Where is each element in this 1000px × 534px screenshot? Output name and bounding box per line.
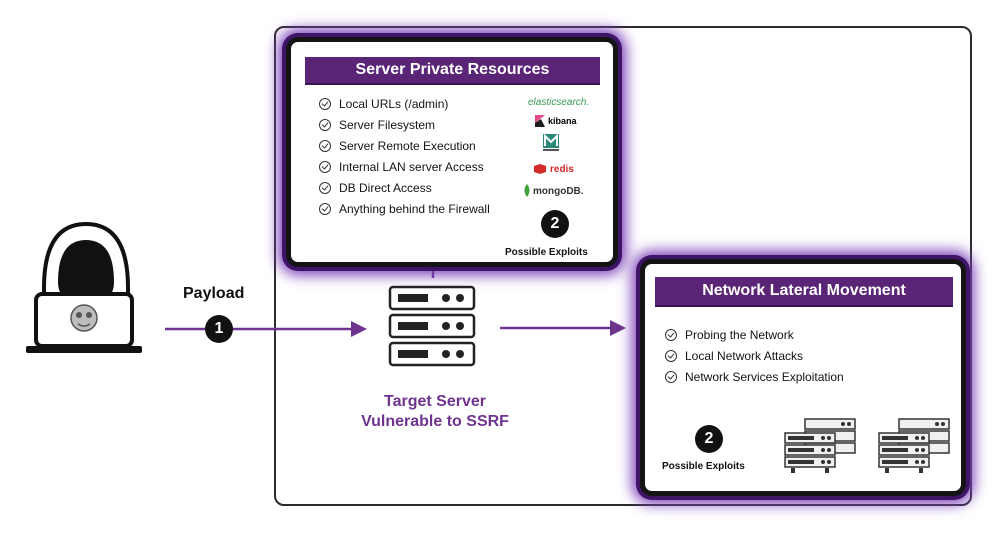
item-label: DB Direct Access <box>339 180 432 195</box>
target-line-1: Target Server <box>384 393 486 410</box>
network-lateral-movement-panel: Network Lateral Movement Probing the Net… <box>640 259 966 496</box>
item-label: Local URLs (/admin) <box>339 96 449 111</box>
redis-icon <box>534 164 546 174</box>
server-private-title: Server Private Resources <box>305 57 600 83</box>
mongodb-leaf-icon <box>524 184 530 197</box>
elasticsearch-logo: elasticsearch. <box>528 97 590 108</box>
payload-arrow <box>165 321 367 337</box>
kibana-text: kibana <box>548 116 577 126</box>
list-item: DB Direct Access <box>319 177 490 198</box>
mongodb-logo: mongoDB. <box>523 184 584 198</box>
step-1-badge: 1 <box>205 315 233 343</box>
list-item: Server Remote Execution <box>319 135 490 156</box>
item-label: Anything behind the Firewall <box>339 201 490 216</box>
server-rack-cluster-icon <box>878 418 950 473</box>
check-circle-icon <box>665 328 677 341</box>
hacker-icon <box>26 221 142 353</box>
check-circle-icon <box>319 118 331 131</box>
list-item: Probing the Network <box>665 324 844 345</box>
list-item: Anything behind the Firewall <box>319 198 490 219</box>
possible-exploits-caption: Possible Exploits <box>505 247 588 258</box>
check-circle-icon <box>319 97 331 110</box>
kibana-logo: kibana <box>535 115 577 127</box>
check-circle-icon <box>319 181 331 194</box>
redis-text: redis <box>550 163 574 175</box>
server-stack-icon <box>388 285 476 367</box>
item-label: Internal LAN server Access <box>339 159 484 174</box>
item-label: Server Remote Execution <box>339 138 476 153</box>
check-circle-icon <box>319 202 331 215</box>
item-label: Server Filesystem <box>339 117 436 132</box>
arrow-right <box>500 320 626 336</box>
check-circle-icon <box>319 139 331 152</box>
target-server-label: Target Server Vulnerable to SSRF <box>330 392 540 432</box>
server-private-list: Local URLs (/admin) Server Filesystem Se… <box>319 93 490 219</box>
check-circle-icon <box>319 160 331 173</box>
possible-exploits-caption: Possible Exploits <box>662 461 745 472</box>
list-item: Local Network Attacks <box>665 345 844 366</box>
kibana-icon <box>535 115 545 127</box>
mongodb-text: mongoDB. <box>533 185 584 197</box>
network-boundary-frame <box>274 26 972 506</box>
server-private-resources-panel: Server Private Resources Local URLs (/ad… <box>286 37 618 267</box>
payload-label: Payload <box>183 285 245 302</box>
check-circle-icon <box>665 370 677 383</box>
item-label: Network Services Exploitation <box>685 369 844 384</box>
list-item: Server Filesystem <box>319 114 490 135</box>
step-2-badge: 2 <box>695 425 723 453</box>
server-rack-cluster-icon <box>784 418 856 473</box>
list-item: Local URLs (/admin) <box>319 93 490 114</box>
check-circle-icon <box>665 349 677 362</box>
step-2-badge: 2 <box>541 210 569 238</box>
item-label: Local Network Attacks <box>685 348 804 363</box>
list-item: Network Services Exploitation <box>665 366 844 387</box>
target-line-2: Vulnerable to SSRF <box>361 413 509 430</box>
metabase-logo-icon <box>543 134 559 151</box>
lateral-list: Probing the Network Local Network Attack… <box>665 324 844 387</box>
lateral-title: Network Lateral Movement <box>655 277 953 305</box>
list-item: Internal LAN server Access <box>319 156 490 177</box>
item-label: Probing the Network <box>685 327 794 342</box>
redis-logo: redis <box>533 163 574 175</box>
